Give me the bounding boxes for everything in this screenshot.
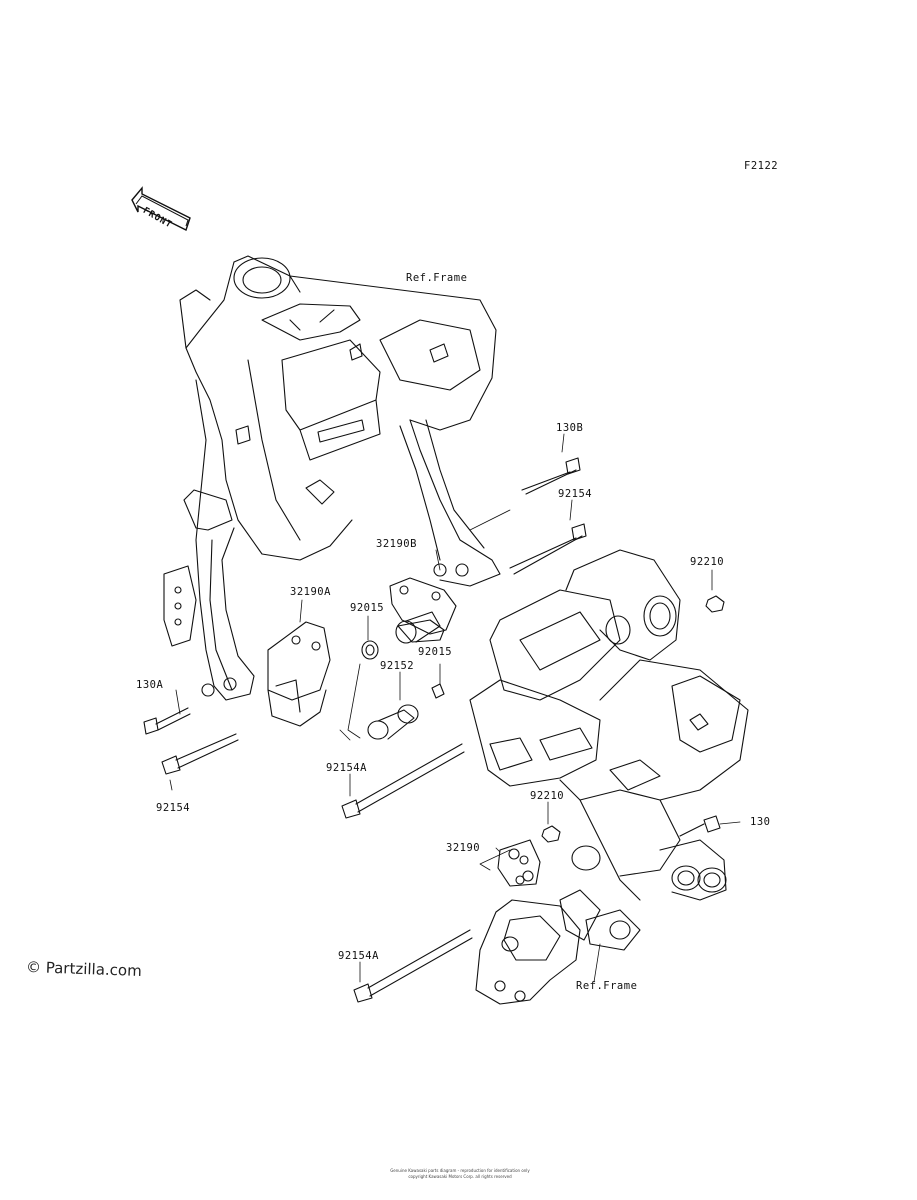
footer-line-2: copyright Kawasaki Motors Corp. all righ… <box>408 1174 512 1179</box>
part-label-92154-top: 92154 <box>558 488 593 500</box>
engine-assembly <box>469 549 749 951</box>
part-label-32190: 32190 <box>446 842 481 854</box>
frame-reference-top: Ref.Frame <box>406 272 468 284</box>
bolts <box>143 457 721 1003</box>
part-label-92154A-bottom: 92154A <box>338 950 379 962</box>
front-arrow-icon <box>131 186 191 231</box>
frame-reference-bottom: Ref.Frame <box>576 980 638 992</box>
part-label-92210-bottom: 92210 <box>530 790 565 802</box>
part-label-32190A: 32190A <box>290 586 331 598</box>
part-label-32190B: 32190B <box>376 538 417 550</box>
part-label-92015-b: 92015 <box>418 646 453 658</box>
upper-frame <box>179 255 501 587</box>
part-label-130: 130 <box>750 816 771 828</box>
part-label-92015-a: 92015 <box>350 602 385 614</box>
part-label-92154-left: 92154 <box>156 802 191 814</box>
footer-line-1: Genuine Kawasaki parts diagram - reprodu… <box>390 1168 530 1173</box>
bracket-32190A <box>267 621 331 727</box>
part-label-92154A-mid: 92154A <box>326 762 367 774</box>
bracket-32190 <box>497 839 541 887</box>
front-direction-arrow: FRONT <box>128 186 198 236</box>
part-label-130B: 130B <box>556 422 584 434</box>
diagram-code: F2122 <box>744 160 779 172</box>
leader-lines <box>169 433 741 983</box>
hardware <box>361 595 725 843</box>
part-label-92210-top: 92210 <box>690 556 725 568</box>
part-label-130A: 130A <box>136 679 164 691</box>
bracket-32190B <box>389 577 457 643</box>
part-label-92152: 92152 <box>380 660 415 672</box>
left-down-tube <box>163 379 255 701</box>
lower-engine-mount <box>475 899 581 1005</box>
